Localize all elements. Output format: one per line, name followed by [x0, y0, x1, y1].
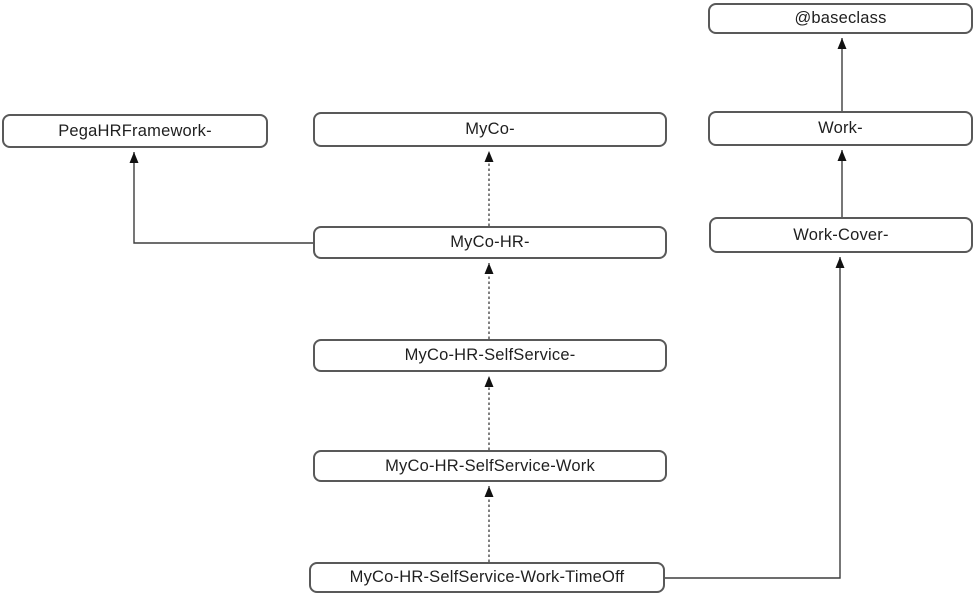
edge-timeoff-to-work-cover — [665, 257, 845, 579]
node-work-cover: Work-Cover- — [709, 217, 973, 253]
node-work: Work- — [708, 111, 973, 146]
node-myco-hr-selfservice: MyCo-HR-SelfService- — [313, 339, 667, 372]
node-baseclass: @baseclass — [708, 3, 973, 34]
node-myco-hr-selfservice-work-timeoff: MyCo-HR-SelfService-Work-TimeOff — [309, 562, 665, 593]
node-myco: MyCo- — [313, 112, 667, 147]
edge-myco-hr-to-pega-hr-framework — [129, 152, 313, 244]
node-myco-hr-selfservice-work: MyCo-HR-SelfService-Work — [313, 450, 667, 482]
node-pega-hr-framework: PegaHRFramework- — [2, 114, 268, 148]
node-myco-hr: MyCo-HR- — [313, 226, 667, 259]
